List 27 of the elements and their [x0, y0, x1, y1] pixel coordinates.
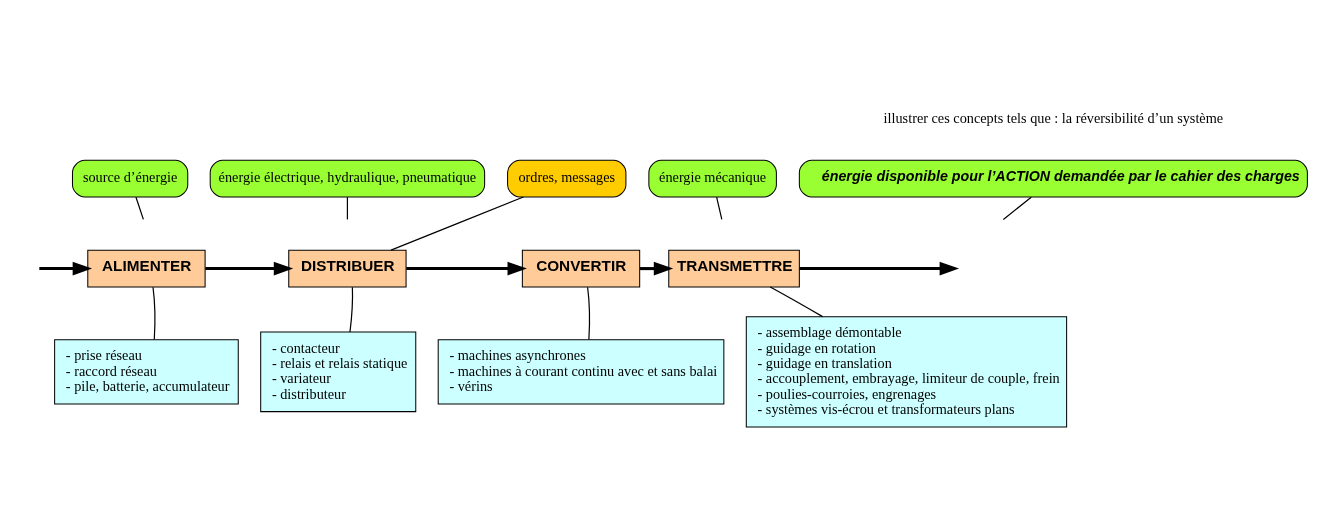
node-box: ALIMENTER	[87, 249, 206, 288]
node-box: - prise réseau - raccord réseau - pile, batterie, accumulateur	[54, 339, 239, 405]
arrow	[406, 261, 527, 276]
arrow	[39, 261, 93, 276]
connector	[716, 196, 723, 221]
node-box: CONVERTIR	[521, 249, 641, 288]
connector	[152, 286, 156, 341]
node-box: source d’énergie	[71, 159, 189, 198]
node-box: - contacteur - relais et relais statique - variateur - distributeur	[260, 331, 417, 413]
connector	[769, 286, 824, 318]
node-box: - assemblage démontable - guidage en rotation - guidage en translation - accouplement, embrayage, limiteur de couple, frein - poulies-courroies, engrenages - systèmes vis-écrou et transformateurs plans	[745, 316, 1068, 428]
node-box: DISTRIBUER	[288, 249, 407, 288]
connector	[135, 196, 144, 221]
connector	[346, 196, 349, 221]
connector	[349, 286, 354, 333]
connector	[390, 196, 524, 251]
connector	[1002, 196, 1032, 221]
node-box: énergie électrique, hydraulique, pneumatique	[209, 159, 486, 198]
node-box: TRANSMETTRE	[668, 249, 800, 288]
connector	[587, 286, 591, 341]
node-box: - machines asynchrones - machines à courant continu avec et sans balai - vérins	[437, 339, 725, 405]
node-box: énergie mécanique	[648, 159, 777, 198]
label: illustrer ces concepts tels que : la réversibilité d’un système	[883, 110, 1224, 127]
arrow	[799, 261, 960, 276]
node-box: énergie disponible pour l’ACTION demandée par le cahier des charges	[798, 159, 1308, 198]
arrow	[205, 261, 294, 276]
node-box: ordres, messages	[507, 159, 627, 198]
